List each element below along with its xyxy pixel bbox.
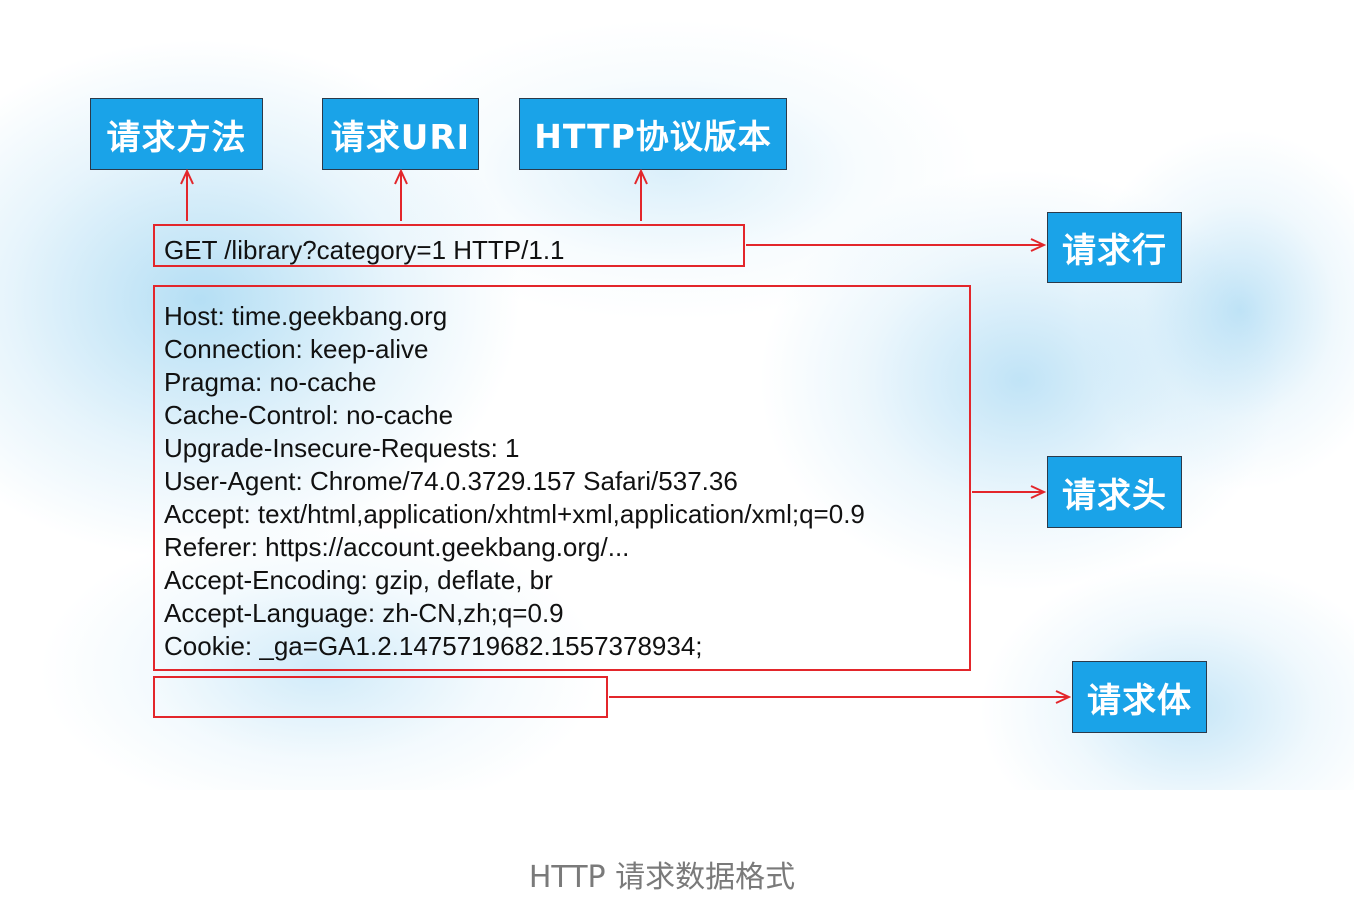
request-line-text: GET /library?category=1 HTTP/1.1 bbox=[164, 235, 565, 265]
figure-caption: HTTP 请求数据格式 bbox=[528, 860, 796, 895]
http-version-label: HTTP协议版本 bbox=[519, 98, 787, 170]
diagram-canvas: 请求方法 请求URI HTTP协议版本 请求行 请求头 请求体 GET /lib… bbox=[0, 0, 1354, 790]
header-line: Accept: text/html,application/xhtml+xml,… bbox=[164, 499, 865, 529]
request-body-frame bbox=[153, 676, 608, 718]
header-line: Cookie: _ga=GA1.2.1475719682.1557378934; bbox=[164, 631, 703, 661]
request-body-label: 请求体 bbox=[1072, 661, 1207, 733]
header-line: Host: time.geekbang.org bbox=[164, 301, 448, 331]
arrows-layer bbox=[0, 0, 1354, 790]
header-line: Referer: https://account.geekbang.org/..… bbox=[164, 532, 630, 562]
request-line-label: 请求行 bbox=[1047, 212, 1182, 283]
request-method-label: 请求方法 bbox=[90, 98, 263, 170]
request-headers-label: 请求头 bbox=[1047, 456, 1182, 528]
header-line: Upgrade-Insecure-Requests: 1 bbox=[164, 433, 520, 463]
header-line: Connection: keep-alive bbox=[164, 334, 429, 364]
request-headers-frame bbox=[153, 285, 971, 671]
request-uri-label: 请求URI bbox=[322, 98, 479, 170]
request-line-frame bbox=[153, 224, 745, 267]
header-line: Accept-Language: zh-CN,zh;q=0.9 bbox=[164, 598, 564, 628]
header-line: Accept-Encoding: gzip, deflate, br bbox=[164, 565, 553, 595]
header-line: User-Agent: Chrome/74.0.3729.157 Safari/… bbox=[164, 466, 738, 496]
header-line: Pragma: no-cache bbox=[164, 367, 377, 397]
header-line: Cache-Control: no-cache bbox=[164, 400, 454, 430]
